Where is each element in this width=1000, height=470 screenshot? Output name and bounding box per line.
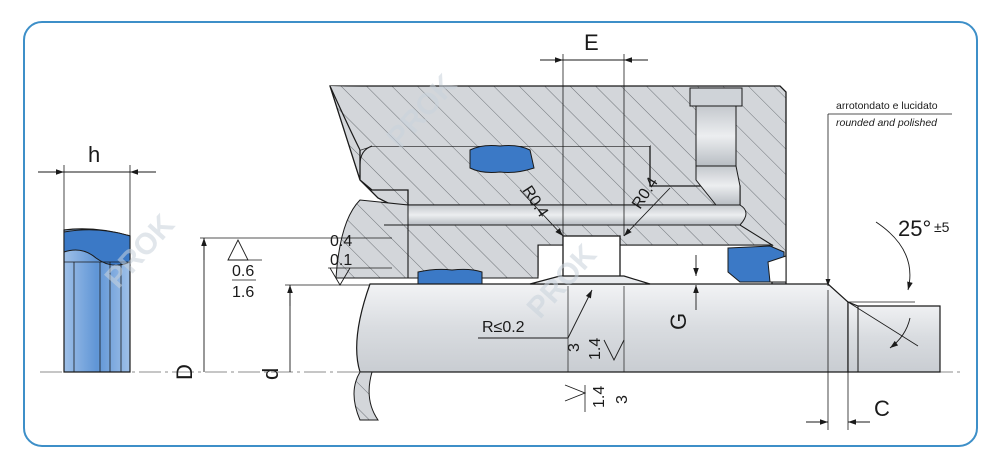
leader-r04-right <box>623 187 671 237</box>
dimension-h <box>38 165 156 236</box>
surf-mid-a: 3 <box>566 343 583 352</box>
leader-r04-left <box>519 189 564 237</box>
surface-symbol-mid <box>603 339 625 362</box>
note-leader <box>825 113 952 286</box>
label-h: h <box>88 142 100 167</box>
label-r02: R≤0.2 <box>482 319 525 336</box>
rod <box>353 275 941 421</box>
seal-profile <box>63 228 131 373</box>
note-italian: arrotondato e lucidato <box>836 100 938 112</box>
label-C: C <box>874 396 890 421</box>
dimension-angle <box>847 221 919 349</box>
surf-bot-b: 3 <box>614 395 631 404</box>
label-e: E <box>584 30 599 55</box>
leader-r02 <box>567 289 593 339</box>
tol-top-b: 0.1 <box>330 252 352 269</box>
note-english: rounded and polished <box>836 117 938 129</box>
surf-mid-b: 1.4 <box>587 338 604 360</box>
tol-top-a: 0.4 <box>330 233 352 250</box>
label-d: d <box>258 368 283 380</box>
dimension-c <box>806 290 870 430</box>
surf-bot-a: 1.4 <box>591 386 608 408</box>
dimension-d-rod <box>285 284 370 372</box>
label-D: D <box>172 364 197 380</box>
surf-left-b: 1.6 <box>232 284 254 301</box>
label-angle: 25° <box>898 216 931 241</box>
label-G: G <box>666 313 691 330</box>
label-angle-tol: ±5 <box>934 219 950 235</box>
dimension-e <box>540 54 648 236</box>
housing-upper <box>329 85 787 286</box>
surf-left-a: 0.6 <box>232 263 254 280</box>
